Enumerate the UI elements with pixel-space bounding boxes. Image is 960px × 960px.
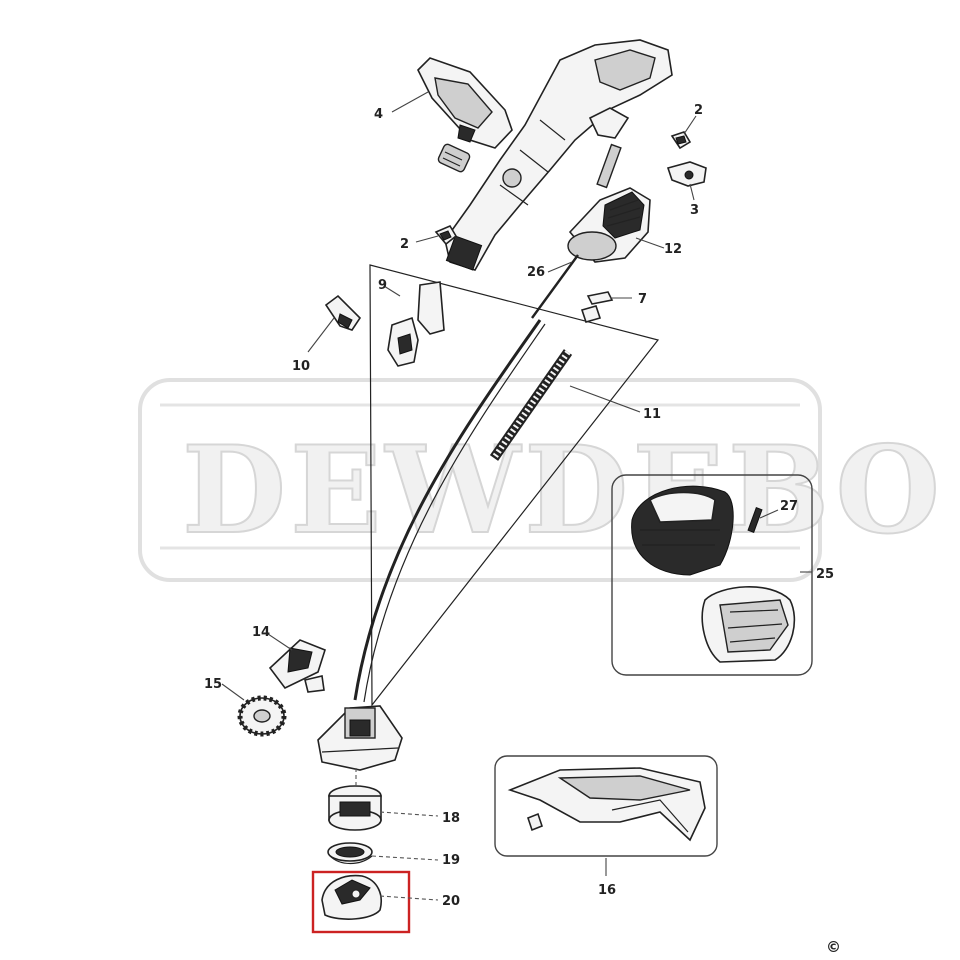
part-14-lever (268, 639, 326, 693)
callout-2-lower: 2 (400, 237, 409, 252)
inset-part-16-guard (494, 755, 718, 857)
part-11-spring (489, 349, 573, 461)
shaft-assembly-outline (369, 264, 660, 707)
part-20-spool-cap (321, 874, 382, 920)
part-26-drive-shaft (531, 254, 579, 319)
callout-14: 14 (252, 625, 270, 640)
highlight-box-part-20 (311, 870, 411, 934)
part-2-clip-lower (434, 224, 458, 246)
callout-4: 4 (374, 107, 383, 122)
callout-25: 25 (816, 567, 834, 582)
callout-19: 19 (442, 853, 460, 868)
part-2-clip-upper (670, 131, 692, 150)
callout-9: 9 (378, 278, 387, 293)
watermark: DEWDEBO (138, 378, 944, 582)
copyright-mark: © (826, 938, 841, 956)
part-12-motor (567, 187, 651, 263)
part-4-handle-cover (417, 57, 513, 149)
callout-10: 10 (292, 359, 310, 374)
callout-15: 15 (204, 677, 222, 692)
part-15-gear (237, 695, 287, 737)
part-7-clip (580, 291, 614, 323)
part-19-spring (327, 842, 373, 865)
part-pin (596, 143, 622, 189)
callout-20: 20 (442, 894, 460, 909)
callout-7: 7 (638, 292, 647, 307)
callout-2-upper: 2 (694, 103, 703, 118)
callout-27: 27 (780, 499, 798, 514)
part-9-switch-assembly (387, 281, 445, 367)
part-shaft-tube (353, 319, 542, 701)
part-27-screw (747, 507, 763, 533)
part-switch (437, 143, 471, 173)
inset-part-25 (611, 474, 813, 676)
callout-26: 26 (527, 265, 545, 280)
part-3-terminal (666, 161, 707, 187)
callout-3: 3 (690, 203, 699, 218)
part-spool-housing (317, 705, 403, 771)
callout-12: 12 (664, 242, 682, 257)
part-18-spool (328, 785, 382, 831)
callout-18: 18 (442, 811, 460, 826)
part-10-clip (324, 294, 362, 331)
callout-11: 11 (643, 407, 661, 422)
leader-lines (221, 91, 812, 901)
callout-16: 16 (598, 883, 616, 898)
watermark-text: DEWDEBO (182, 420, 944, 561)
main-handle-body (444, 39, 673, 271)
